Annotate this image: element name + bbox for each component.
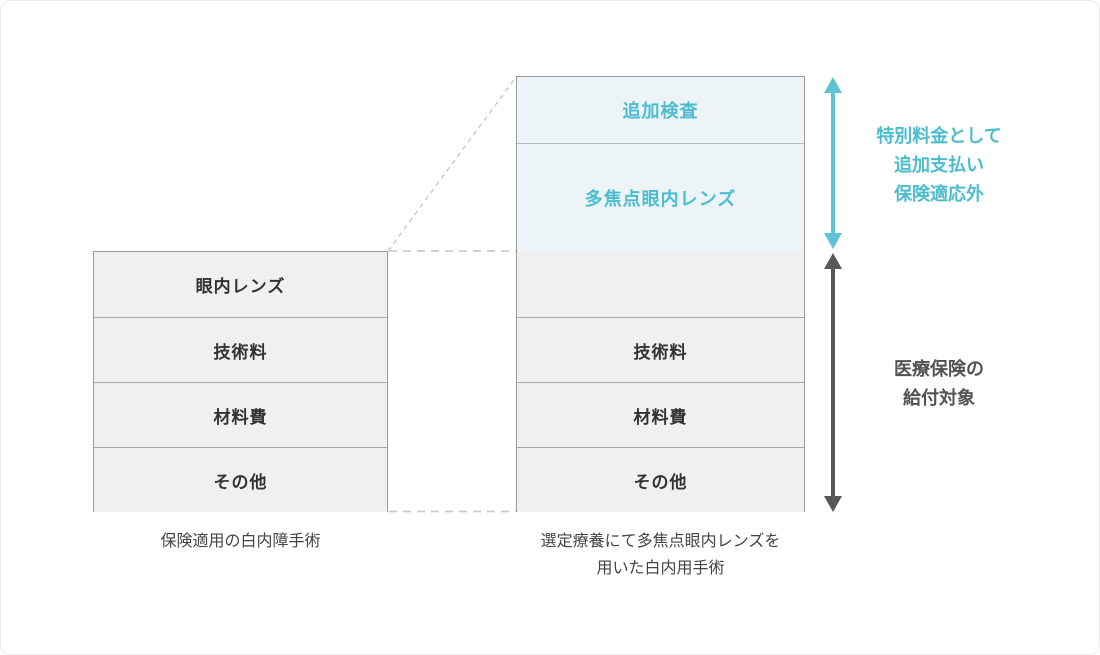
selective-surgery-stack: 追加検査 多焦点眼内レンズ 技術料 材料費 その他 <box>516 76 805 512</box>
special-fee-arrow <box>824 77 842 249</box>
dashed-connector-diagonal <box>387 76 517 252</box>
row-multifocal-lens: 多焦点眼内レンズ <box>517 143 804 251</box>
row-material-cost-right: 材料費 <box>517 382 804 447</box>
right-stack-caption-line1: 選定療養にて多焦点眼内レンズを <box>540 533 781 550</box>
row-material-cost: 材料費 <box>94 382 387 447</box>
row-empty-covered <box>517 251 804 317</box>
right-stack-caption: 選定療養にて多焦点眼内レンズを 用いた白内用手術 <box>506 528 815 582</box>
row-intraocular-lens: 眼内レンズ <box>94 252 387 317</box>
row-other-right: その他 <box>517 447 804 512</box>
row-additional-exam: 追加検査 <box>517 77 804 143</box>
row-technical-fee-right: 技術料 <box>517 317 804 382</box>
insurance-benefit-line2: 給付対象 <box>903 388 975 408</box>
insurance-benefit-arrow <box>824 253 842 512</box>
special-fee-line2: 追加支払い <box>894 155 984 175</box>
special-fee-line1: 特別料金として <box>876 126 1002 146</box>
left-stack-caption: 保険適用の白内障手術 <box>160 533 321 550</box>
row-technical-fee: 技術料 <box>94 317 387 382</box>
insured-surgery-stack: 眼内レンズ 技術料 材料費 その他 <box>93 251 388 512</box>
special-fee-annotation: 特別料金として 追加支払い 保険適応外 <box>846 122 1032 209</box>
right-stack-caption-line2: 用いた白内用手術 <box>596 560 725 577</box>
insurance-benefit-annotation: 医療保険の 給付対象 <box>846 355 1032 413</box>
row-other: その他 <box>94 447 387 512</box>
special-fee-line3: 保険適応外 <box>894 184 984 204</box>
insurance-benefit-line1: 医療保険の <box>894 359 984 379</box>
